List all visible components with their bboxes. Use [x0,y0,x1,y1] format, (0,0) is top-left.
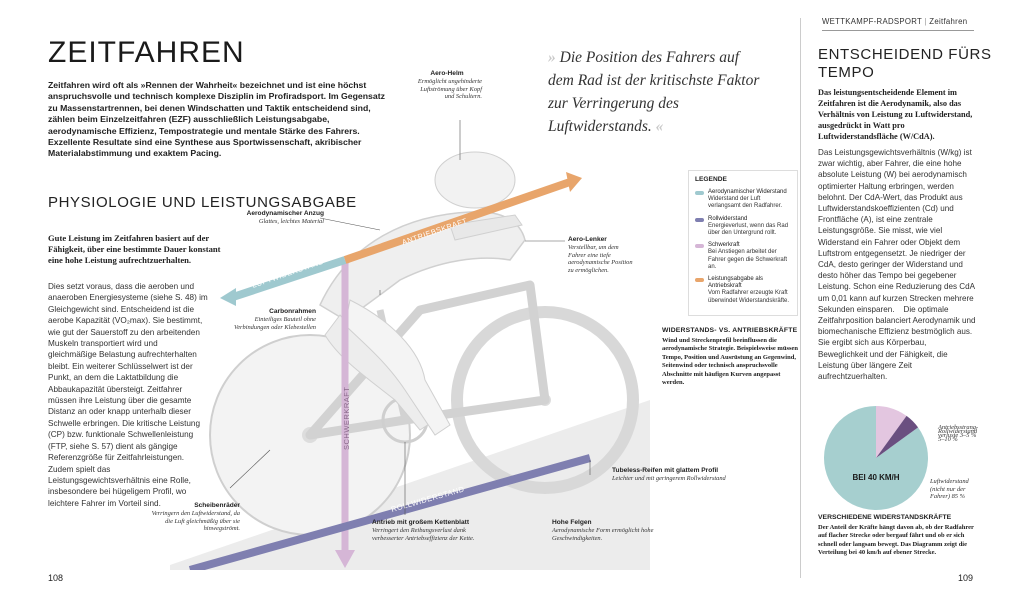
legend-swatch [695,217,704,222]
callout-tubeless: Tubeless-Reifen mit glattem Profil Leich… [612,467,726,482]
frame [305,280,550,440]
quote-close-mark: « [655,118,664,135]
schwerkraft-label: SCHWERKRAFT [342,387,351,450]
pie-label-roll: Rollwiderstand 5–10 % [938,428,978,443]
legend-swatch [695,278,704,283]
header-rule [822,30,974,31]
pie-chart: BEI 40 KM/H Antriebsstrang-verluste 3–5 … [818,398,978,518]
pie-label-luft: Luftwiderstand (nicht nur der Fahrer) 85… [930,478,969,501]
rider-torso [319,211,526,321]
right-body: Das Leistungsgewichtsverhältnis (W/kg) i… [818,148,976,382]
quote-text: Die Position des Fahrers auf dem Rad ist… [548,49,760,135]
callout-aero-anzug: Aerodynamischer Anzug Glattes, leichtes … [246,210,324,225]
pie-slice-antrieb [876,415,919,458]
intro-text: Zeitfahren wird oft als »Rennen der Wahr… [48,80,385,159]
schwerkraft-arrow: SCHWERKRAFT [335,260,355,568]
legend-swatch [695,244,704,249]
rider-leg-front [344,299,451,436]
page-title: ZEITFAHREN [48,36,245,69]
legend-swatch [695,191,704,195]
quote-open-mark: » [548,49,556,66]
front-wheel [451,306,639,494]
callout-aero-helm: Aero-Helm Ermöglicht ungehinderte Luftst… [417,70,482,101]
page-number-left: 108 [48,573,64,583]
verschieden-text: Der Anteil der Kräfte hängt davon ab, ob… [818,524,974,556]
callout-carbonrahmen: Carbonrahmen Einteiliges Bauteil ohne Ve… [234,308,316,331]
pull-quote: » Die Position des Fahrers auf dem Rad i… [548,46,768,138]
widerstand-text: Wind und Streckenprofil beeinflussen die… [662,337,799,387]
rider-helmet [434,151,516,209]
section-subheading: Gute Leistung im Zeitfahren basiert auf … [48,233,221,265]
callout-hohe-felgen: Hohe Felgen Aerodynamische Form ermöglic… [552,519,654,542]
section-body: Dies setzt voraus, dass die aeroben und … [48,282,208,508]
page-number-right: 109 [958,573,974,583]
pie-slice-roll [876,406,907,458]
legend-title: LEGENDE [695,176,727,183]
column-divider [800,18,801,578]
right-subheading: Das leistungsentscheidende Element im Ze… [818,88,973,141]
running-header: WETTKAMPF-RADSPORT | Zeitfahren [822,17,968,26]
verschieden-heading: VERSCHIEDENE WIDERSTANDSKRÄFTE [818,514,952,521]
widerstand-heading: WIDERSTANDS- VS. ANTRIEBSKRÄFTE [662,327,798,334]
section-heading: PHYSIOLOGIE UND LEISTUNGSABGABE [48,194,357,211]
callout-scheibenraeder: Scheibenräder Verringern den Luftwiderst… [151,502,240,533]
rider-arm [449,214,523,241]
pie-label-antrieb: Antriebsstrang-verluste 3–5 % [938,424,979,439]
callout-antrieb: Antrieb mit großem Kettenblatt Verringer… [372,519,475,542]
pie-center-label: BEI 40 KM/H [852,473,899,482]
right-heading: ENTSCHEIDEND FÜRS TEMPO [818,46,992,81]
callout-aero-lenker: Aero-Lenker Verstellbar, um dem Fahrer e… [568,236,633,274]
pie-svg: BEI 40 KM/H [824,406,928,510]
bike-illustration: SCHWERKRAFT ANTRIEBSKRAFT LUFTWIDERSTAND… [170,120,650,570]
